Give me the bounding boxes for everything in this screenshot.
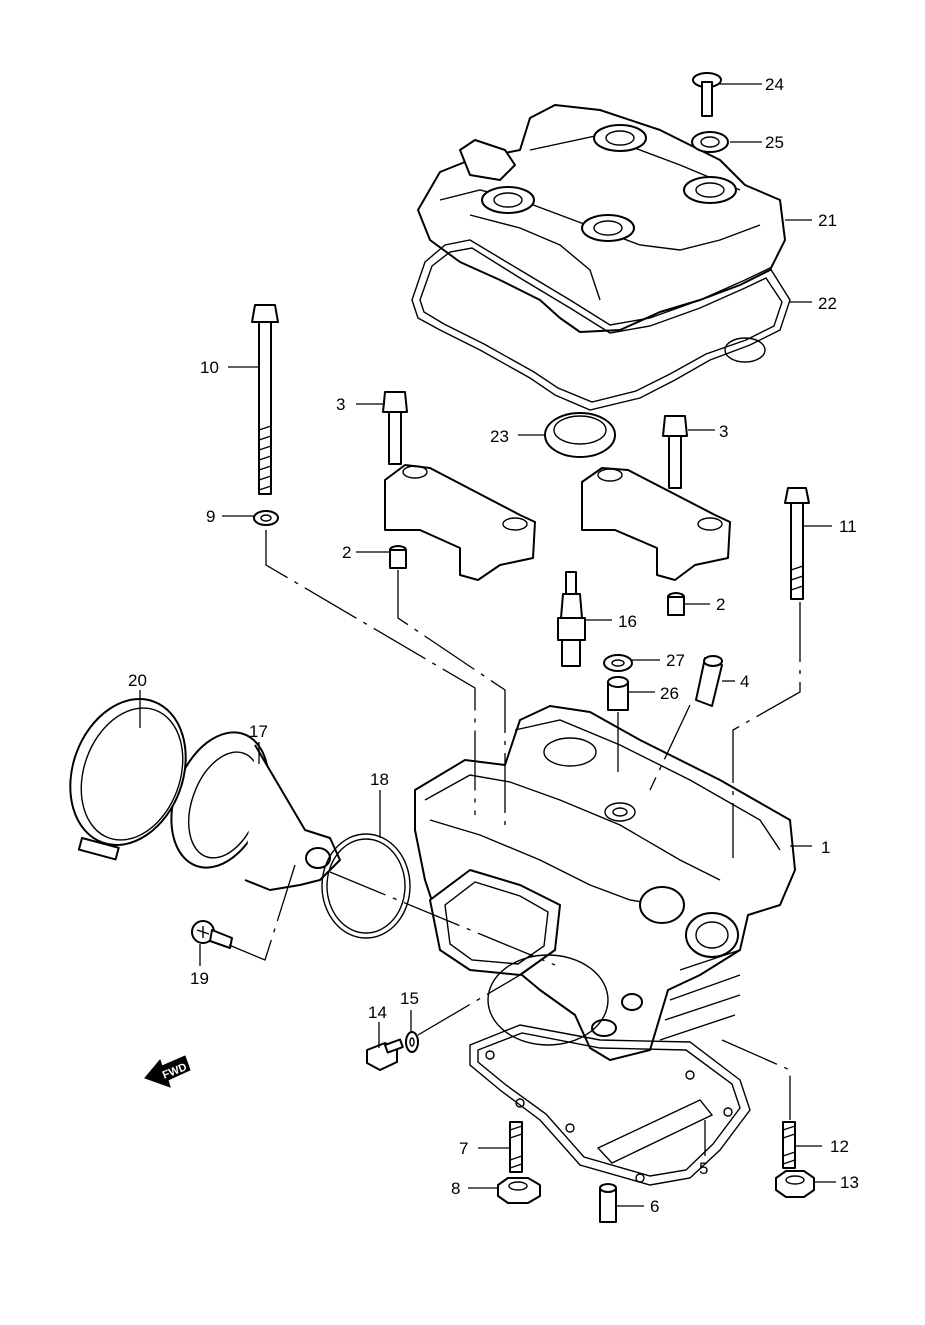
washer-15	[405, 1031, 419, 1053]
intake-pipe	[170, 731, 341, 891]
stud-7	[509, 1121, 523, 1173]
callout-16: 16	[618, 612, 637, 631]
cylinder-head	[414, 705, 796, 1061]
callout-3-left: 3	[336, 395, 345, 414]
callout-24: 24	[765, 75, 784, 94]
o-ring-18	[321, 833, 411, 939]
nut-13	[775, 1170, 815, 1198]
bolt-24	[692, 72, 722, 117]
callout-labels: 24 25 21 22 10 3 23 3 9 11 2 2 16 27 26 …	[128, 75, 859, 1216]
callout-18: 18	[370, 770, 389, 789]
callout-17: 17	[249, 722, 268, 741]
callout-26: 26	[660, 684, 679, 703]
callout-22: 22	[818, 294, 837, 313]
callout-23: 23	[490, 427, 509, 446]
spark-plug-16	[557, 571, 586, 667]
callout-4: 4	[740, 672, 749, 691]
intake-clamp	[69, 698, 187, 861]
callout-2-left: 2	[342, 543, 351, 562]
callout-7: 7	[459, 1139, 468, 1158]
callout-19: 19	[190, 969, 209, 988]
bolt-3-right	[662, 415, 688, 489]
head-cover-gasket	[411, 239, 791, 411]
camshaft-holder-left	[384, 464, 536, 581]
callout-15: 15	[400, 989, 419, 1008]
cylinder-head-cover	[417, 104, 786, 333]
callout-20: 20	[128, 671, 147, 690]
bolt-3-left	[382, 391, 408, 465]
callout-13: 13	[840, 1173, 859, 1192]
callout-6: 6	[650, 1197, 659, 1216]
callout-21: 21	[818, 211, 837, 230]
forward-arrow-icon: FWD	[144, 1055, 191, 1088]
washer-25	[691, 131, 729, 153]
bolt-11	[784, 487, 810, 600]
callout-14: 14	[368, 1003, 387, 1022]
dowel-6	[599, 1183, 617, 1223]
callout-10: 10	[200, 358, 219, 377]
pipe-26	[607, 676, 629, 711]
stud-12	[782, 1121, 796, 1169]
leader-lines	[139, 83, 836, 1207]
callout-2-right: 2	[716, 595, 725, 614]
bolt-14	[366, 1038, 404, 1071]
callout-9: 9	[206, 507, 215, 526]
callout-27: 27	[666, 651, 685, 670]
callout-12: 12	[830, 1137, 849, 1156]
callout-11: 11	[839, 517, 857, 536]
bolt-10	[251, 304, 279, 495]
nut-8	[497, 1177, 541, 1204]
dowel-2-left	[389, 545, 407, 569]
callout-1: 1	[821, 838, 830, 857]
head-gasket	[469, 954, 751, 1186]
valve-4	[695, 655, 723, 707]
dowel-2-right	[667, 592, 685, 616]
callout-5: 5	[699, 1159, 708, 1178]
screw-19	[191, 920, 233, 949]
washer-27	[603, 654, 633, 672]
callout-3-right: 3	[719, 422, 728, 441]
assembly-lines	[228, 530, 801, 1120]
plug-seal-23	[544, 412, 616, 458]
washer-9	[253, 510, 279, 526]
callout-8: 8	[451, 1179, 460, 1198]
camshaft-holder-right	[581, 467, 731, 581]
callout-25: 25	[765, 133, 784, 152]
